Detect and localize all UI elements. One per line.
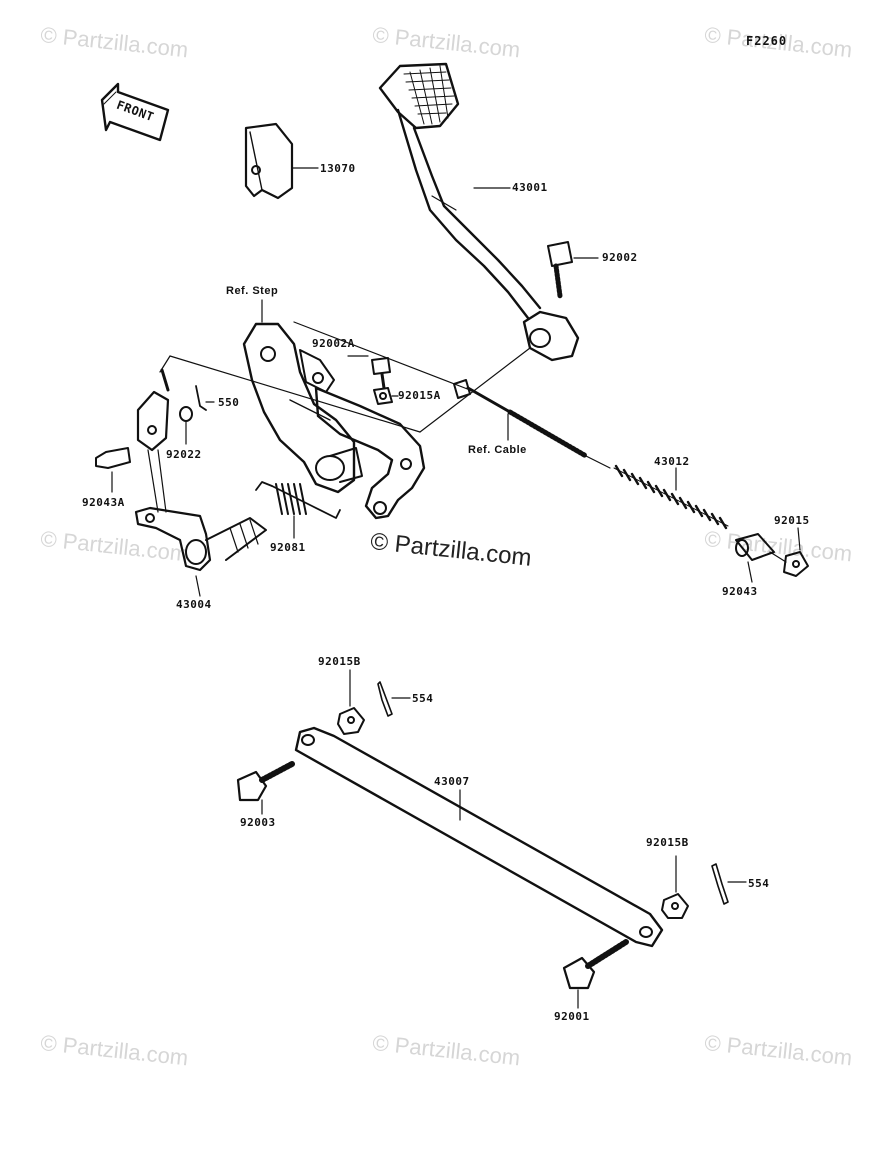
bolt-92002 [547, 241, 599, 299]
link-bar-43007 [294, 726, 664, 948]
ref-step-label: Ref. Step [226, 285, 279, 297]
bracket-13070 [244, 122, 319, 200]
linkage-rod [136, 368, 170, 452]
label-92003: 92003 [240, 816, 276, 829]
label-92043: 92043 [722, 585, 758, 598]
pin-92043A [95, 447, 131, 493]
ref-cable-label: Ref. Cable [468, 444, 527, 456]
label-92002A: 92002A [312, 337, 355, 350]
bolt-92003 [236, 761, 295, 815]
spring-92081 [255, 481, 341, 539]
clip-554-bottom [711, 863, 747, 905]
label-43012: 43012 [654, 455, 690, 468]
label-92015B-top: 92015B [318, 655, 361, 668]
label-13070: 13070 [320, 162, 356, 175]
label-554-top: 554 [412, 692, 434, 705]
pin-92043 [735, 533, 775, 583]
label-92015: 92015 [774, 514, 810, 527]
label-550: 550 [218, 396, 240, 409]
step-bracket [242, 299, 356, 494]
spring-43012 [613, 464, 729, 530]
pin-550 [195, 385, 215, 411]
label-92001: 92001 [554, 1010, 590, 1023]
label-92022: 92022 [166, 448, 202, 461]
label-43004: 43004 [176, 598, 212, 611]
nut-92015B-top [337, 669, 365, 735]
label-92002: 92002 [602, 251, 638, 264]
label-554-bottom: 554 [748, 877, 770, 890]
label-92015B-bottom: 92015B [646, 836, 689, 849]
cam-lever-43004 [134, 506, 267, 597]
nut-92015 [769, 527, 809, 577]
label-92081: 92081 [270, 541, 306, 554]
bolt-92001 [562, 939, 629, 1009]
washer-92022 [179, 406, 193, 445]
figure-code: F2260 [746, 34, 788, 48]
brake-arm [314, 386, 426, 520]
brake-cable [453, 379, 611, 469]
nut-92015A [373, 387, 399, 405]
nut-92015B-bottom [661, 855, 689, 919]
brake-pedal-43001 [378, 62, 580, 362]
label-43001: 43001 [512, 181, 548, 194]
label-43007: 43007 [434, 775, 470, 788]
label-92043A: 92043A [82, 496, 125, 509]
bolt-92002A [347, 355, 391, 390]
clip-554-top [377, 681, 411, 717]
front-arrow-icon [100, 82, 170, 142]
label-92015A: 92015A [398, 389, 441, 402]
